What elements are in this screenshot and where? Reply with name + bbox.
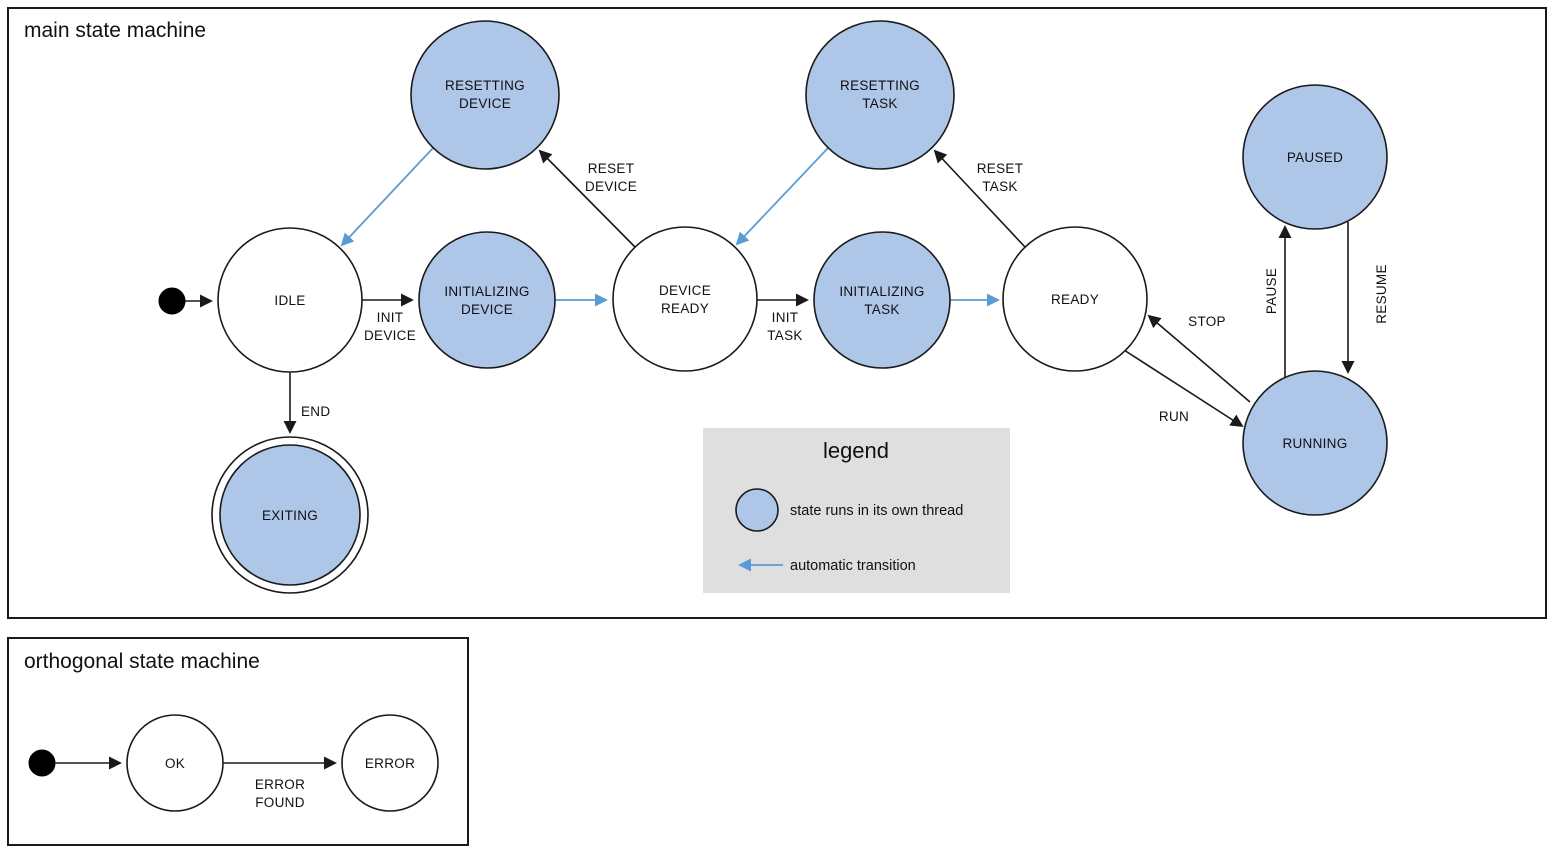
svg-text:ERROR: ERROR: [365, 756, 415, 771]
legend-thread-note: state runs in its own thread: [790, 503, 963, 519]
svg-text:RESET: RESET: [588, 161, 635, 176]
svg-text:TASK: TASK: [982, 179, 1017, 194]
legend: legend state runs in its own thread auto…: [703, 428, 1010, 593]
svg-text:INIT: INIT: [377, 310, 404, 325]
edge-label-error-found: ERROR FOUND: [255, 777, 305, 810]
svg-text:INITIALIZING: INITIALIZING: [839, 284, 924, 299]
state-paused: PAUSED: [1242, 84, 1388, 230]
legend-title: legend: [823, 438, 889, 463]
svg-text:TASK: TASK: [862, 96, 897, 111]
edge-label-resume: RESUME: [1374, 264, 1389, 324]
state-initializing-device: INITIALIZING DEVICE: [418, 231, 556, 369]
edge-ready-to-running: [1123, 349, 1244, 428]
edge-device-ready-to-resetting-device: [538, 149, 636, 248]
svg-text:DEVICE: DEVICE: [364, 328, 416, 343]
edge-label-init-device: INIT DEVICE: [364, 310, 416, 343]
svg-text:READY: READY: [1051, 292, 1099, 307]
edge-label-init-task: INIT TASK: [767, 310, 802, 343]
final-state-inner-circle: [219, 444, 361, 586]
state-ok: OK: [126, 714, 224, 812]
svg-text:TASK: TASK: [864, 302, 899, 317]
svg-text:RESETTING: RESETTING: [840, 78, 920, 93]
state-idle: IDLE: [217, 227, 363, 373]
svg-text:OK: OK: [165, 756, 185, 771]
svg-text:DEVICE: DEVICE: [585, 179, 637, 194]
edge-label-end: END: [301, 404, 330, 419]
edge-label-pause: PAUSE: [1264, 268, 1279, 314]
edge-running-to-ready: [1147, 314, 1251, 403]
legend-auto-note: automatic transition: [790, 558, 916, 574]
edge-label-reset-task: RESET TASK: [977, 161, 1024, 194]
edge-label-reset-device: RESET DEVICE: [585, 161, 637, 194]
svg-text:INITIALIZING: INITIALIZING: [444, 284, 529, 299]
edge-label-run: RUN: [1159, 409, 1189, 424]
svg-text:DEVICE: DEVICE: [459, 96, 511, 111]
svg-text:TASK: TASK: [767, 328, 802, 343]
orthogonal-state-machine: orthogonal state machine ERROR FOUND OK …: [7, 637, 469, 846]
svg-text:DEVICE: DEVICE: [659, 283, 711, 298]
svg-text:READY: READY: [661, 301, 709, 316]
state-error: ERROR: [341, 714, 439, 812]
main-title: main state machine: [24, 19, 206, 42]
edge-label-stop: STOP: [1188, 314, 1226, 329]
edge-ready-to-resetting-task: [933, 149, 1026, 248]
edge-resetting-device-to-idle: [340, 147, 434, 247]
state-resetting-task: RESETTING TASK: [805, 20, 955, 170]
svg-text:RESETTING: RESETTING: [445, 78, 525, 93]
threaded-state-icon: [735, 488, 779, 532]
svg-text:EXITING: EXITING: [262, 508, 318, 523]
orthogonal-initial-state-dot: [28, 749, 56, 777]
edge-resetting-task-to-device-ready: [735, 147, 829, 246]
state-exiting: EXITING: [211, 436, 369, 594]
main-state-machine: main state machine INIT DEVICE RESET DEV…: [7, 7, 1547, 619]
svg-text:ERROR: ERROR: [255, 777, 305, 792]
svg-text:RUNNING: RUNNING: [1282, 436, 1347, 451]
svg-text:FOUND: FOUND: [255, 795, 305, 810]
state-resetting-device: RESETTING DEVICE: [410, 20, 560, 170]
state-device-ready: DEVICE READY: [612, 226, 758, 372]
initial-state-dot: [158, 287, 186, 315]
svg-text:RESET: RESET: [977, 161, 1024, 176]
state-ready: READY: [1002, 226, 1148, 372]
svg-text:INIT: INIT: [772, 310, 799, 325]
state-initializing-task: INITIALIZING TASK: [813, 231, 951, 369]
svg-text:DEVICE: DEVICE: [461, 302, 513, 317]
svg-text:IDLE: IDLE: [274, 293, 305, 308]
orthogonal-title: orthogonal state machine: [24, 650, 260, 673]
state-running: RUNNING: [1242, 370, 1388, 516]
svg-text:PAUSED: PAUSED: [1287, 150, 1343, 165]
